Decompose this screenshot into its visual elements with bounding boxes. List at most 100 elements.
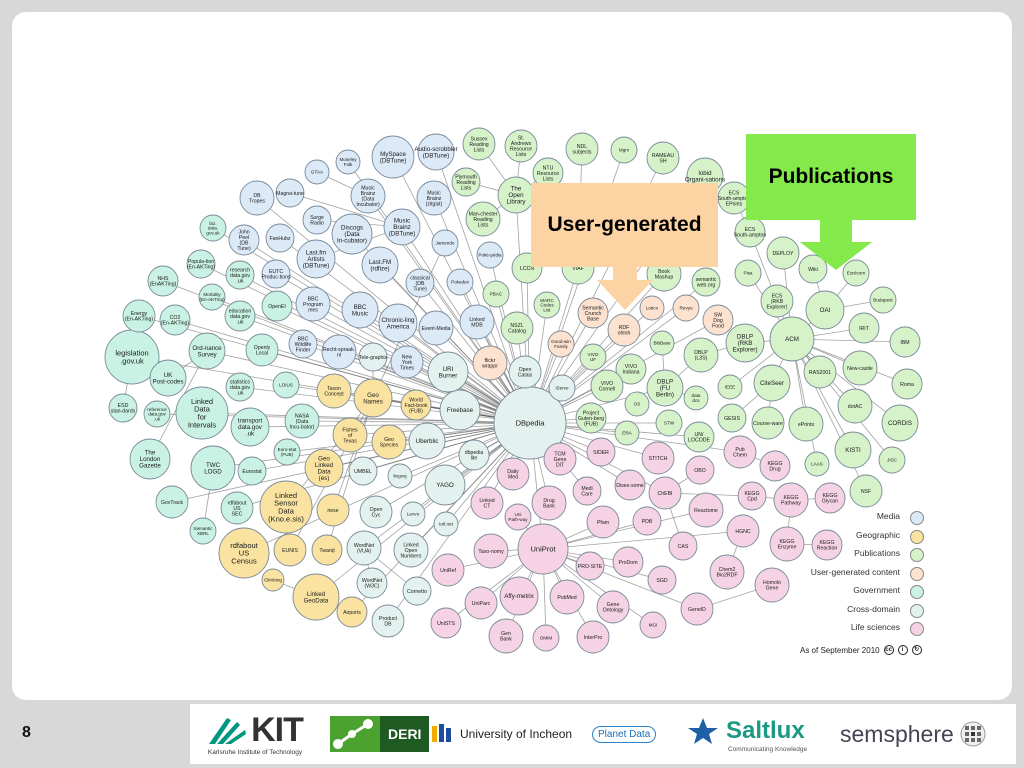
node-circle	[532, 624, 560, 652]
node-label: iServe	[555, 386, 568, 391]
planetdata-logo: Planet Data	[592, 704, 670, 764]
node-circle	[590, 369, 624, 403]
node-circle	[220, 491, 254, 525]
node-label: Jamendo	[436, 241, 455, 246]
node-label: dotAC	[848, 404, 863, 410]
legend-row: Geographic	[790, 529, 930, 548]
legend-label: Life sciences	[850, 622, 900, 632]
node-circle	[417, 133, 455, 171]
legend-label: Government	[853, 585, 900, 595]
dataset-node-irit: IRIT	[848, 312, 880, 344]
legend-swatch	[910, 511, 924, 525]
node-label: IEEE	[725, 385, 735, 390]
node-label: Euro-stat(FUB)	[278, 447, 297, 457]
node-circle	[549, 579, 585, 615]
node-label: Wiki	[808, 267, 818, 273]
node-circle	[418, 310, 454, 346]
node-label: riese	[327, 508, 338, 514]
node-label: FanHubz	[269, 236, 290, 242]
node-label: OAI	[820, 307, 831, 314]
node-label: legislation.gov.uk	[115, 349, 148, 366]
node-circle	[405, 268, 435, 298]
node-circle	[292, 573, 340, 621]
sa-icon: ↻	[911, 645, 922, 655]
node-label: IBM	[900, 340, 909, 346]
node-label: OBO	[694, 468, 706, 474]
node-label: SGD	[656, 578, 667, 584]
node-circle	[624, 391, 650, 417]
dataset-node-cordis: CORDIS	[881, 404, 919, 442]
node-circle	[458, 439, 490, 471]
node-circle	[725, 323, 765, 363]
dataset-node-legislation: legislation.gov.uk	[104, 329, 160, 385]
node-label: Mgm	[619, 148, 629, 153]
dataset-node-bizdata: biz.data.gov.uk	[199, 214, 227, 242]
link-edge	[542, 509, 707, 550]
dataset-node-airports: Airports	[336, 596, 368, 628]
dataset-node-mortality: Mortality(En-AKTing)	[198, 283, 226, 311]
node-label: BibBase	[653, 341, 671, 346]
node-label: Last.FM(rdfize)	[369, 259, 391, 273]
node-circle	[361, 246, 399, 284]
dataset-node-taxonomy: Taxo-nomy	[473, 533, 509, 569]
node-label: Audio-scrobbler(DBTune)	[414, 146, 457, 160]
dataset-node-diseasome: Dises-some	[614, 469, 646, 501]
legend-label: User-generated content	[810, 566, 900, 577]
node-circle	[225, 372, 255, 402]
legend-row: Media	[790, 510, 930, 529]
node-circle	[346, 530, 382, 566]
dataset-node-co2: CO2(En-AKTing)	[159, 304, 191, 336]
node-circle	[649, 330, 675, 356]
dataset-node-cas: CAS	[668, 531, 698, 561]
dataset-node-prosite: PRO-SITE	[575, 551, 605, 581]
node-label: STITCH	[649, 456, 668, 462]
dataset-node-wordnetvua: WordNet(VUA)	[346, 530, 382, 566]
node-label: Mortality(En-AKTing)	[199, 292, 225, 302]
node-label: Budapest	[873, 298, 893, 303]
node-circle	[805, 290, 845, 330]
node-label: PBAC	[490, 292, 503, 297]
node-circle	[261, 290, 293, 322]
dataset-node-deploy: DEPLOY	[766, 236, 800, 270]
node-circle	[304, 159, 330, 185]
node-circle	[579, 343, 607, 371]
